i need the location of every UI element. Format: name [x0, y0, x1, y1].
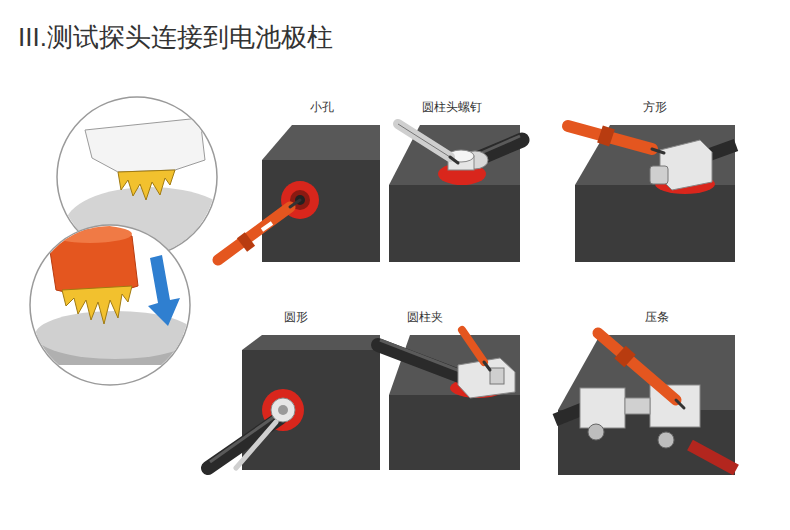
battery-square-post-part — [575, 185, 735, 262]
battery-round-post-part — [271, 398, 295, 422]
magnifier-top-part-part — [118, 170, 175, 200]
magnifier-top-part-part — [85, 118, 205, 172]
probe-panel: 圆柱头螺钉 — [389, 98, 521, 264]
battery-screw-post-part — [389, 185, 520, 262]
battery-round-post — [208, 335, 380, 470]
panel-label: 小孔 — [306, 98, 338, 116]
magnifier-bottom-part-part — [148, 255, 180, 326]
battery-square-post-part — [652, 149, 664, 153]
battery-round-post-part — [242, 335, 380, 350]
panel-label: 圆形 — [280, 308, 312, 326]
battery-small-hole-part — [262, 223, 272, 230]
probe-panel: 圆柱夹 — [389, 308, 521, 472]
battery-clamp-post-part — [380, 340, 460, 371]
battery-strap-post-part — [598, 333, 676, 400]
battery-square-post — [568, 125, 736, 262]
battery-clamp-post-part — [490, 368, 504, 384]
battery-clamp-post — [378, 330, 520, 470]
battery-screw-post-part — [398, 124, 450, 157]
panel-label: 圆柱头螺钉 — [418, 98, 486, 116]
battery-small-hole-part — [218, 207, 290, 260]
battery-strap-post-part — [588, 424, 604, 440]
battery-strap-post-part — [620, 352, 630, 361]
battery-round-post-part — [236, 422, 276, 468]
battery-strap-post-part — [676, 400, 684, 408]
battery-round-post-part — [208, 418, 280, 468]
magnifier-bottom-part-part — [48, 225, 132, 243]
panel-label: 圆柱夹 — [403, 308, 447, 326]
battery-strap-post-part — [658, 432, 674, 448]
battery-small-hole-part — [242, 239, 250, 245]
probe-panel: 压条 — [558, 308, 735, 476]
battery-clamp-post-part — [484, 362, 490, 370]
battery-clamp-post-part — [462, 330, 484, 362]
battery-screw-post-part — [398, 124, 450, 157]
battery-square-post-part — [568, 126, 652, 149]
panel-label: 压条 — [641, 308, 673, 326]
battery-round-post-part — [242, 350, 380, 470]
battery-small-hole-part — [290, 200, 300, 207]
probe-panel: 圆形 — [242, 308, 380, 472]
battery-screw-post — [389, 124, 522, 262]
probe-panel: 小孔 — [262, 98, 382, 264]
battery-square-post-part — [600, 134, 612, 138]
battery-square-post-part — [650, 166, 668, 184]
battery-round-post-part — [278, 405, 288, 415]
page-title: III.测试探头连接到电池极柱 — [18, 22, 333, 53]
probe-panel: 方形 — [575, 98, 735, 264]
magnifier-bottom-part — [25, 225, 205, 365]
panel-label: 方形 — [639, 98, 671, 116]
battery-small-hole-part — [262, 125, 380, 160]
battery-strap-post-part — [690, 445, 736, 470]
battery-clamp-post-part — [378, 345, 462, 377]
battery-strap-post — [555, 333, 736, 475]
battery-screw-post-part — [450, 157, 458, 163]
battery-small-hole — [218, 125, 380, 262]
battery-strap-post-part — [625, 398, 650, 414]
battery-strap-post-part — [580, 388, 625, 428]
battery-clamp-post-part — [458, 358, 515, 398]
magnifier-bottom — [25, 225, 205, 385]
battery-clamp-post-part — [389, 395, 520, 470]
battery-round-post-part — [210, 414, 278, 462]
magnifier-bottom-part-part — [62, 286, 132, 324]
